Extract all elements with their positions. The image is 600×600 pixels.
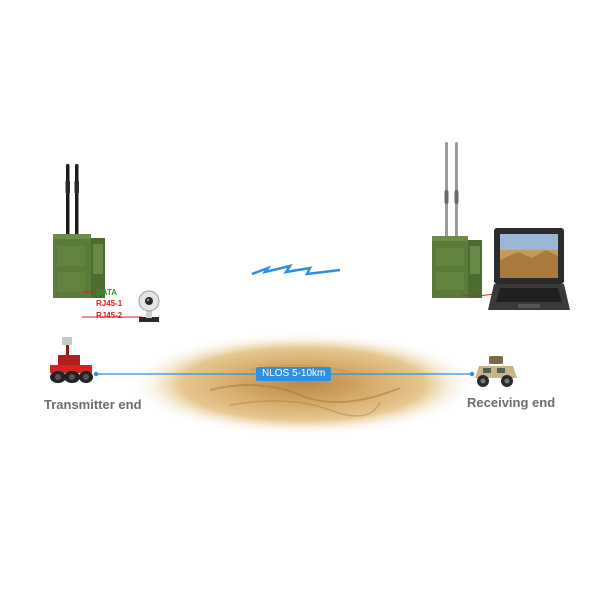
ptz-camera-icon <box>138 290 160 322</box>
receiving-end-label: Receiving end <box>467 395 556 410</box>
rugged-laptop-icon <box>488 228 570 310</box>
transmitter-end-label: Transmitter end <box>44 397 142 412</box>
receiver-radio-icon <box>432 142 482 298</box>
robot-vehicle-icon <box>50 337 93 383</box>
rj45-1-port-label: RJ45-1 <box>96 299 123 308</box>
data-port-label: DATA <box>96 288 118 297</box>
transmitter-wires <box>82 291 142 318</box>
rj45-2-port-label: RJ45-2 <box>96 311 123 320</box>
wireless-signal-icon <box>251 264 341 276</box>
nlos-label: NLOS 5-10km <box>256 367 332 381</box>
armored-vehicle-icon <box>475 356 517 387</box>
transmitter-radio-icon <box>53 164 105 298</box>
